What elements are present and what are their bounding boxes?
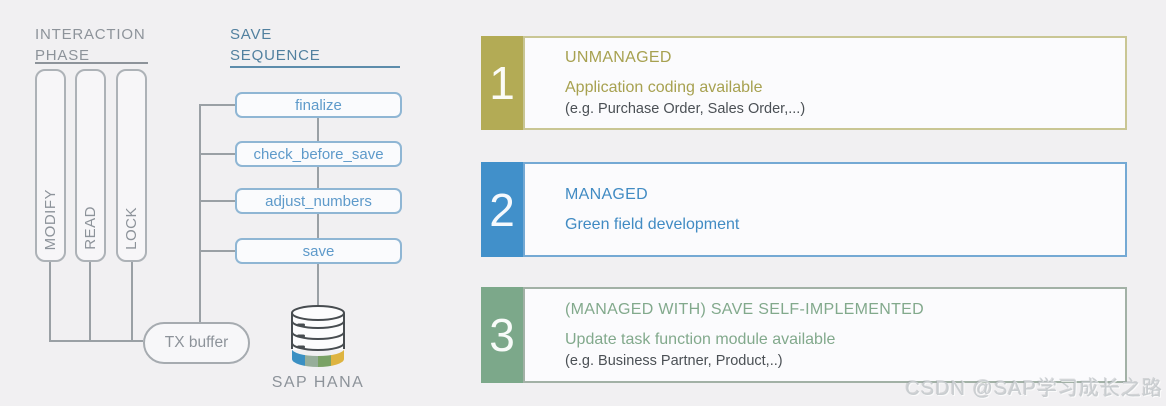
interaction-phase-underline (35, 62, 148, 64)
scenario-managed: 2 MANAGED Green field development (481, 162, 1127, 257)
connector-line (317, 264, 319, 306)
interaction-phase-title: INTERACTION PHASE (35, 26, 146, 64)
connector-line (199, 200, 235, 202)
save-sequence-underline (230, 66, 400, 68)
tx-buffer-node: TX buffer (143, 322, 250, 364)
database-color-band (292, 349, 344, 367)
connector-line (199, 104, 235, 106)
scenario-save-self-implemented: 3 (MANAGED WITH) SAVE SELF-IMPLEMENTED U… (481, 287, 1127, 383)
database-label: SAP HANA (271, 374, 365, 391)
phase-bar-lock: LOCK (116, 69, 147, 262)
connector-line (317, 118, 319, 141)
scenario-title: MANAGED (565, 185, 648, 203)
scenario-subtitle: Update task function module available (565, 331, 836, 348)
connector-line (317, 167, 319, 188)
scenario-title: UNMANAGED (565, 49, 672, 66)
phase-bar-read-label: READ (82, 206, 99, 250)
connector-line (89, 262, 91, 342)
connector-line (131, 262, 133, 342)
save-sequence-title: SAVE SEQUENCE (230, 26, 321, 64)
tx-buffer-label: TX buffer (164, 334, 229, 351)
scenario-example: (e.g. Business Partner, Product,..) (565, 353, 783, 369)
connector-rail (199, 104, 201, 322)
scenario-title: (MANAGED WITH) SAVE SELF-IMPLEMENTED (565, 301, 924, 318)
scenario-subtitle: Green field development (565, 215, 740, 233)
scenario-unmanaged: 1 UNMANAGED Application coding available… (481, 36, 1127, 130)
scenario-number-badge: 1 (481, 36, 523, 130)
phase-bar-lock-label: LOCK (123, 207, 140, 250)
connector-line (199, 250, 235, 252)
scenario-content: (MANAGED WITH) SAVE SELF-IMPLEMENTED Upd… (523, 287, 1127, 383)
step-adjust-numbers: adjust_numbers (235, 188, 402, 214)
connector-line (49, 262, 51, 342)
scenario-subtitle: Application coding available (565, 79, 763, 96)
csdn-watermark: CSDN @SAP学习成长之路 (905, 378, 1163, 400)
connector-line (199, 153, 235, 155)
connector-line (317, 214, 319, 238)
step-finalize: finalize (235, 92, 402, 118)
step-check-before-save: check_before_save (235, 141, 402, 167)
step-save: save (235, 238, 402, 264)
connector-line (49, 340, 143, 342)
phase-bar-modify: MODIFY (35, 69, 66, 262)
scenario-number-badge: 3 (481, 287, 523, 383)
database-icon (291, 305, 345, 367)
scenario-example: (e.g. Purchase Order, Sales Order,...) (565, 101, 806, 117)
scenario-number-badge: 2 (481, 162, 523, 257)
phase-bar-modify-label: MODIFY (42, 188, 59, 250)
phase-bar-read: READ (75, 69, 106, 262)
scenario-content: UNMANAGED Application coding available (… (523, 36, 1127, 130)
scenario-content: MANAGED Green field development (523, 162, 1127, 257)
